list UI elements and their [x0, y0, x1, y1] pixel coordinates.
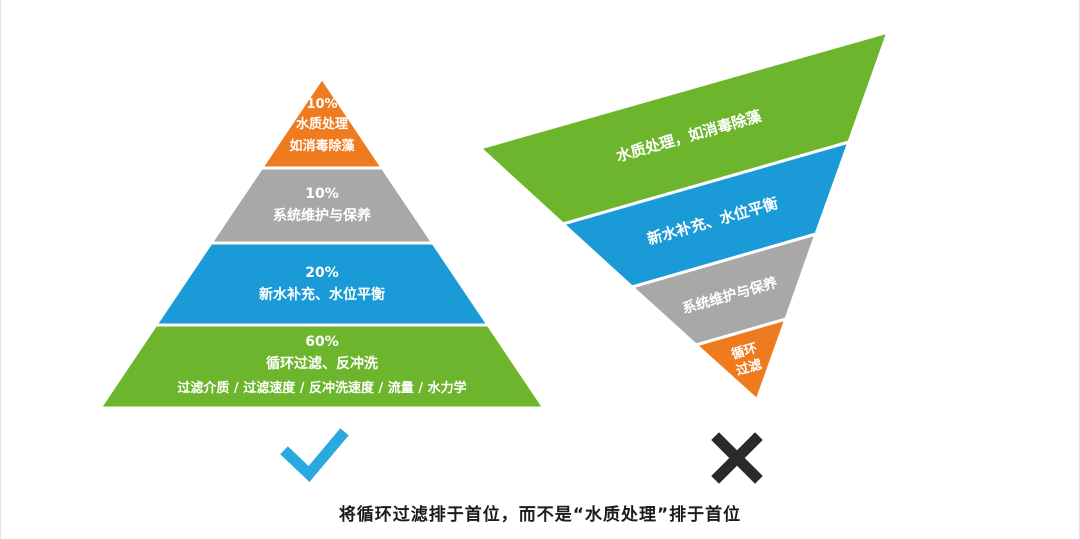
- left-layer-filtration-shape: [97, 323, 547, 410]
- right-layer-4-label-line2: 过滤: [734, 356, 763, 379]
- right-pyramid: 水质处理，如消毒除藻 新水补充、水位平衡 系统维护与保养 循环 过滤: [477, 29, 891, 403]
- left-layer-2-title-label: 系统维护与保养: [273, 207, 372, 224]
- left-layer-water-refill-shape: [152, 241, 492, 327]
- incorrect-x-icon: [711, 432, 763, 484]
- left-layer-4-title-label: 循环过滤、反冲洗: [266, 355, 378, 372]
- left-pyramid: 10% 水质处理 如消毒除藻 10% 系统维护与保养 20% 新水补充、水位平衡…: [97, 75, 547, 410]
- left-layer-1-title-label: 水质处理: [296, 116, 348, 132]
- x-stroke-2: [711, 432, 763, 484]
- left-layer-1-percent-label: 10%: [306, 97, 337, 112]
- left-edge-border: [0, 0, 1, 539]
- left-layer-2-percent-label: 10%: [305, 186, 339, 202]
- right-layer-4-label-line1: 循环: [730, 340, 759, 363]
- right-layer-4-label-group: 循环 过滤: [730, 340, 764, 379]
- left-layer-maintenance-shape: [208, 166, 436, 245]
- correct-checkmark-icon: [280, 428, 349, 483]
- left-layer-1-subtitle-label: 如消毒除藻: [289, 138, 355, 154]
- left-layer-3-percent-label: 20%: [305, 265, 339, 281]
- caption-text: 将循环过滤排于首位，而不是“水质处理”排于首位: [338, 505, 742, 525]
- right-layer-filtration-tip-shape: [692, 316, 789, 403]
- left-layer-4-subtitle-label: 过滤介质 / 过滤速度 / 反冲洗速度 / 流量 / 水力学: [177, 380, 466, 396]
- left-layer-3-title-label: 新水补充、水位平衡: [259, 286, 385, 303]
- left-layer-4-percent-label: 60%: [305, 334, 339, 350]
